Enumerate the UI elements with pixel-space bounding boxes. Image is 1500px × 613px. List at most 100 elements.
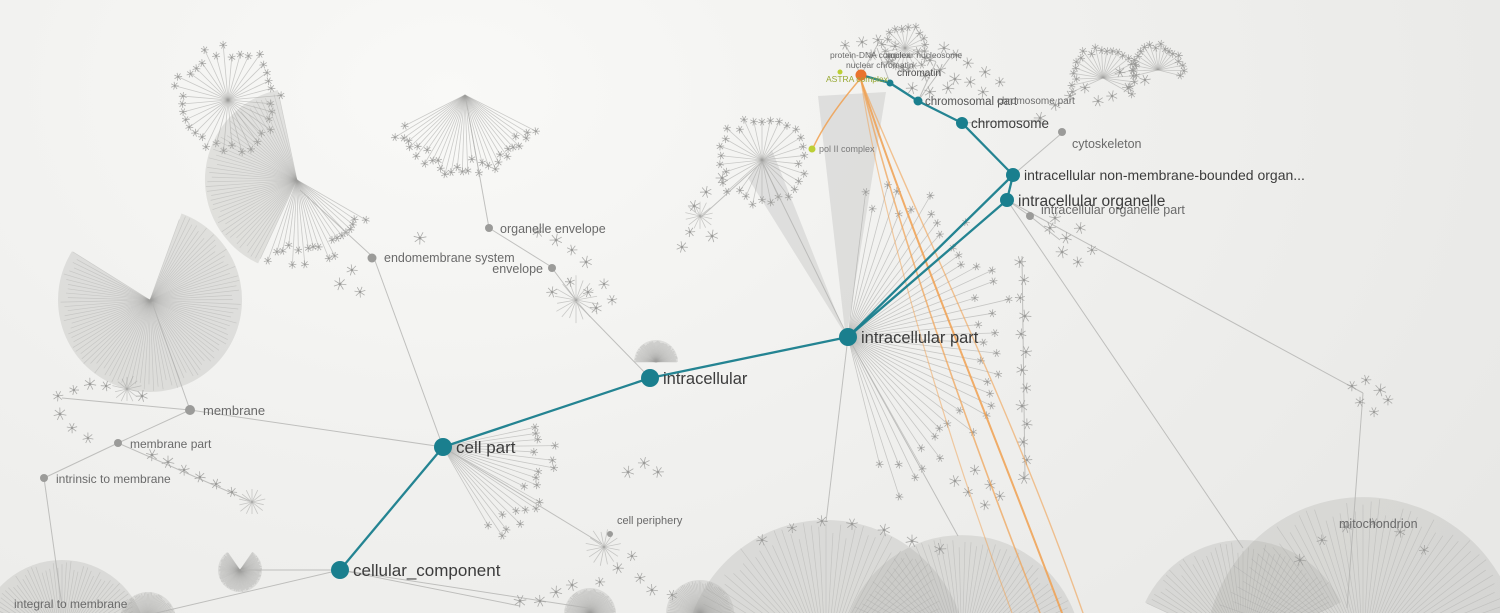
starburst-glyph — [523, 128, 532, 137]
starburst-glyph — [458, 167, 467, 176]
node-organelle-envelope[interactable] — [485, 224, 493, 232]
starburst-glyph — [263, 256, 272, 265]
fan-fan-upperleft-spokes — [263, 179, 370, 269]
fan-disc-bottom-2 — [849, 535, 1075, 613]
node-membrane-part[interactable] — [114, 439, 122, 447]
starburst-glyph — [736, 186, 744, 195]
tiny-label-nuclear-nucleosome[interactable]: nuclear nucleosome — [886, 50, 962, 60]
starburst-glyph — [227, 53, 236, 62]
starburst-glyph — [253, 138, 262, 147]
label-intracellular-nmb-organelle[interactable]: intracellular non-membrane-bounded organ… — [1024, 167, 1305, 183]
label-intracellular-organelle[interactable]: intracellular organelle — [1018, 193, 1165, 210]
node-cellular-component[interactable] — [331, 561, 349, 579]
tiny-label-astra-complex[interactable]: ASTRA complex — [826, 74, 889, 84]
starburst-glyph — [872, 34, 884, 46]
label-chromosomal-part[interactable]: chromosomal part — [925, 96, 1018, 108]
label-cellular-component[interactable]: cellular_component — [353, 561, 501, 580]
label-cell-periphery[interactable]: cell periphery — [617, 515, 683, 527]
label-organelle-envelope[interactable]: organelle envelope — [500, 222, 606, 236]
starburst-glyph — [881, 47, 890, 55]
node-chromosome[interactable] — [956, 117, 968, 129]
node-intracellular-organelle[interactable] — [1000, 193, 1014, 207]
node-membrane[interactable] — [185, 405, 195, 415]
label-chromosome[interactable]: chromosome — [971, 116, 1049, 131]
tiny-label-nuclear-chromatin[interactable]: nuclear chromatin — [846, 60, 914, 70]
starburst-glyph — [428, 156, 437, 165]
node-intracellular-organelle-part[interactable] — [1026, 212, 1034, 220]
starburst-glyph — [1016, 364, 1028, 376]
label-endomembrane-system[interactable]: endomembrane system — [384, 251, 515, 265]
starburst-glyph — [994, 370, 1003, 379]
starburst-glyph — [782, 121, 791, 130]
starburst-glyph — [790, 185, 799, 194]
label-intracellular-organelle-part[interactable]: intracellular organelle part — [1041, 203, 1185, 217]
node-pol-ii-node[interactable] — [808, 145, 816, 153]
starburst-glyph — [646, 584, 658, 596]
starburst-glyph — [1021, 418, 1033, 430]
label-intrinsic-to-membrane[interactable]: intrinsic to membrane — [56, 472, 171, 486]
label-mitochondrion[interactable]: mitochondrion — [1339, 517, 1418, 531]
label-intracellular[interactable]: intracellular — [663, 370, 748, 388]
starburst-glyph — [1106, 90, 1118, 102]
label-membrane[interactable]: membrane — [203, 403, 265, 418]
label-cell-part[interactable]: cell part — [456, 438, 516, 457]
starburst-glyph — [178, 92, 187, 100]
starburst-glyph — [964, 76, 976, 88]
tiny-label-chromatin[interactable]: chromatin — [897, 68, 941, 79]
starburst-glyph — [404, 137, 413, 146]
starburst-glyph — [1360, 374, 1372, 386]
node-nucleosome-node[interactable] — [855, 69, 867, 81]
starburst-glyph — [509, 143, 518, 152]
node-astra-node[interactable] — [837, 69, 843, 75]
tiny-label-protein-dna-complex[interactable]: protein-DNA complex — [830, 50, 911, 60]
starburst-glyph — [934, 542, 947, 556]
node-envelope[interactable] — [548, 264, 556, 272]
node-chromatin-node[interactable] — [886, 79, 894, 87]
fan-disc-upperleft — [204, 90, 298, 264]
label-intracellular-part[interactable]: intracellular part — [861, 329, 979, 347]
node-intracellular-nmb-organelle[interactable] — [1006, 168, 1020, 182]
starburst-glyph — [412, 152, 421, 160]
node-chromosomal-part[interactable] — [913, 96, 923, 106]
node-cytoskeleton[interactable] — [1058, 128, 1066, 136]
node-intrinsic-to-membrane[interactable] — [40, 474, 48, 482]
starburst-glyph — [582, 286, 594, 298]
node-endomembrane-system[interactable] — [367, 253, 377, 263]
starburst-glyph — [256, 50, 265, 59]
label-cytoskeleton[interactable]: cytoskeleton — [1072, 137, 1142, 151]
starburst-glyph — [266, 126, 275, 134]
starburst-glyph — [1129, 58, 1141, 70]
path-edge — [889, 82, 919, 102]
node-cell-periphery[interactable] — [607, 531, 613, 537]
starburst-glyph — [885, 28, 894, 37]
tiny-label-chromosome-part[interactable]: chromosome part — [997, 96, 1075, 107]
label-membrane-part[interactable]: membrane part — [130, 437, 212, 451]
node-cell-part[interactable] — [434, 438, 452, 456]
fan-disc-bottom-1 — [692, 520, 960, 613]
starburst-glyph — [1373, 383, 1387, 397]
starburst-glyph — [935, 424, 944, 433]
starburst-glyph — [1136, 47, 1145, 56]
starburst-glyph — [933, 63, 947, 77]
starburst-glyph — [595, 576, 606, 588]
node-intracellular-part[interactable] — [839, 328, 857, 346]
gray-edge — [1006, 199, 1364, 394]
starburst-glyph — [676, 241, 688, 253]
starburst-glyph — [278, 246, 287, 255]
gray-edge — [825, 336, 849, 523]
starburst-glyph — [1418, 544, 1429, 555]
tiny-label-pol-ii-complex[interactable]: pol II complex — [819, 144, 875, 154]
node-intracellular[interactable] — [641, 369, 659, 387]
fan-disc-mito — [1210, 497, 1500, 613]
starburst-glyph — [1102, 47, 1111, 56]
starburst-glyph — [626, 550, 638, 562]
fan-rosette-periphery — [585, 529, 621, 566]
starburst-glyph — [504, 145, 513, 154]
label-integral-to-membrane[interactable]: integral to membrane — [14, 597, 128, 611]
label-envelope[interactable]: envelope — [492, 262, 543, 276]
gray-edge — [339, 569, 589, 609]
gray-edge — [876, 47, 891, 84]
starburst-glyph — [330, 251, 339, 260]
